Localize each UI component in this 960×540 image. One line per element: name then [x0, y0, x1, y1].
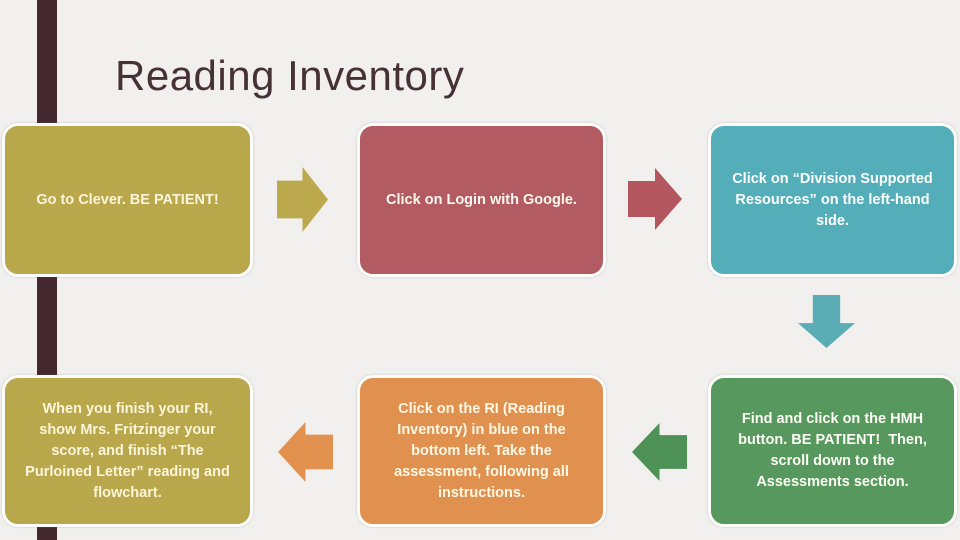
flow-box-step-3-text: Click on “Division Supported Resources” … [732, 170, 933, 229]
flow-box-step-6-text: When you finish your RI, show Mrs. Fritz… [25, 400, 230, 501]
arrow-step2-to-step3-icon [628, 168, 682, 230]
flow-box-step-5: Click on the RI (Reading Inventory) in b… [357, 375, 606, 527]
arrow-step1-to-step2-icon [277, 167, 328, 232]
flow-box-step-6: When you finish your RI, show Mrs. Fritz… [2, 375, 253, 527]
flow-box-step-4: Find and click on the HMH button. BE PAT… [708, 375, 957, 527]
flow-box-step-1: Go to Clever. BE PATIENT! [2, 123, 253, 277]
flow-box-step-2: Click on Login with Google. [357, 123, 606, 277]
flow-box-step-2-text: Click on Login with Google. [386, 191, 577, 208]
slide-title: Reading Inventory [115, 52, 465, 99]
flow-box-step-5-text: Click on the RI (Reading Inventory) in b… [394, 400, 569, 501]
flow-box-step-1-text: Go to Clever. BE PATIENT! [36, 191, 219, 208]
arrow-step5-to-step6-icon [278, 422, 333, 482]
arrow-step3-to-step4-icon [798, 295, 855, 348]
flow-box-step-3: Click on “Division Supported Resources” … [708, 123, 957, 277]
flow-box-step-4-text: Find and click on the HMH button. BE PAT… [738, 411, 927, 490]
arrow-step4-to-step5-icon [632, 423, 687, 481]
